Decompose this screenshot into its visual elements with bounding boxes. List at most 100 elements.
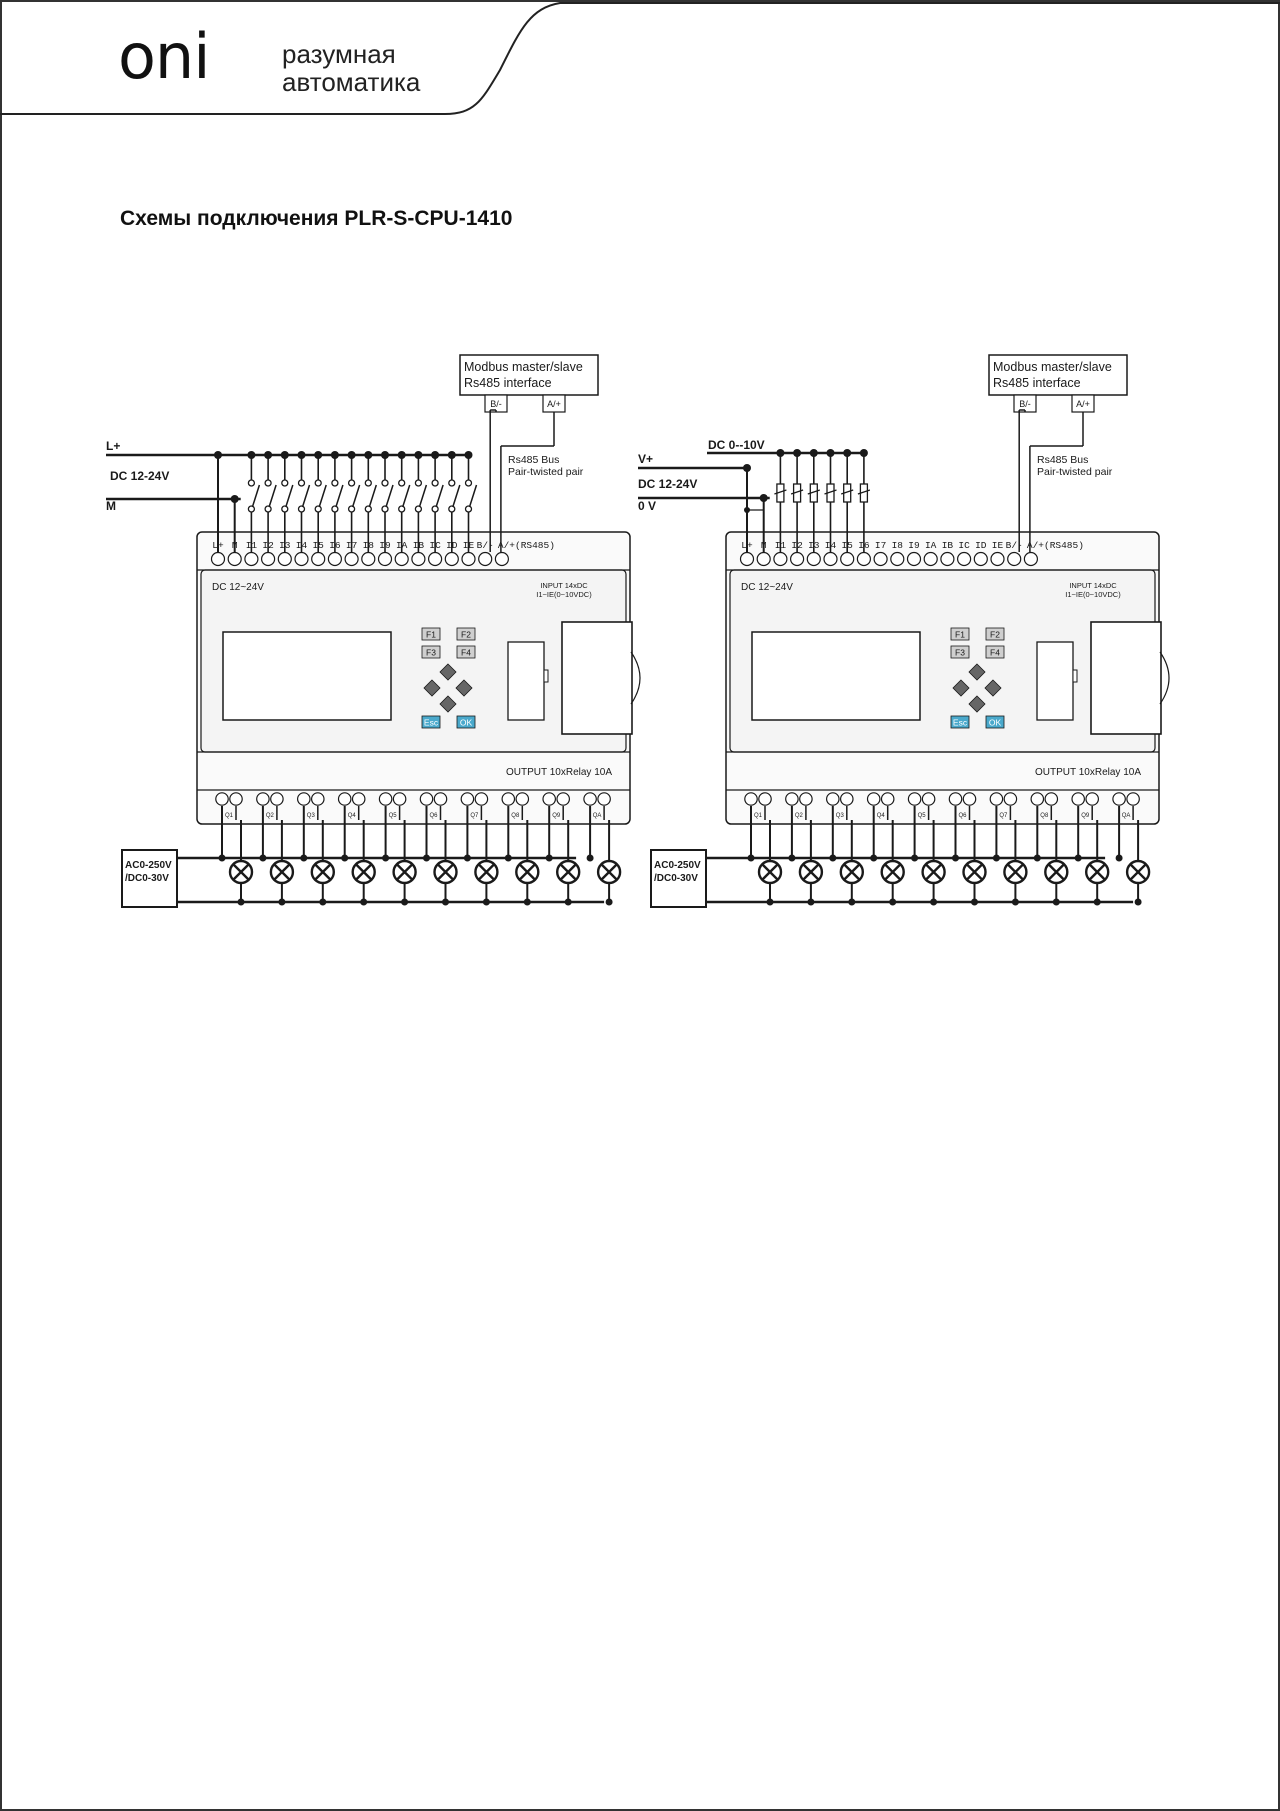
terminal-screw [906, 551, 922, 567]
function-key-f1 [950, 627, 970, 641]
output-terminal-screw [337, 792, 352, 806]
junction-dot [743, 464, 751, 472]
output-terminal-screw [433, 792, 448, 806]
output-terminal-screw [989, 792, 1004, 806]
output-terminal-screw [542, 792, 556, 806]
switch-blade [368, 484, 378, 508]
switch-blade [385, 484, 394, 508]
output-terminal-screw [785, 792, 799, 806]
junction-dot [1052, 898, 1060, 906]
modbus-label: Rs485 interface [464, 376, 552, 390]
output-terminal-screw [1085, 792, 1099, 806]
switch-contact [398, 479, 406, 487]
output-terminal-label: Q2 [795, 813, 804, 819]
junction-dot [341, 854, 349, 862]
junction-dot [564, 898, 572, 906]
output-terminal-screw [515, 792, 530, 806]
output-terminal-label: Q3 [836, 813, 845, 819]
junction-dot [442, 898, 449, 906]
function-key-label: F4 [461, 648, 471, 658]
junction-dot [504, 854, 512, 862]
output-terminal-label: Q7 [470, 813, 479, 819]
load-supply-label: /DC0-30V [654, 873, 698, 884]
load-supply-label: AC0-250V [125, 860, 172, 871]
output-terminal-screw [215, 792, 229, 806]
expansion-port [561, 621, 633, 735]
function-key-label: F4 [990, 648, 1000, 658]
load-supply-box [650, 849, 707, 908]
terminal-screw [344, 551, 359, 567]
switch-blade [335, 484, 344, 508]
function-key-f4 [456, 645, 476, 659]
potentiometer-wiper [824, 489, 837, 495]
expansion-port-curve [1159, 651, 1170, 705]
arrow-key [968, 663, 986, 681]
junction-dot [1074, 854, 1082, 862]
terminal-screw [823, 551, 838, 567]
terminal-screw [377, 551, 393, 567]
supply-label-vplus: V+ [638, 452, 653, 466]
output-terminal-label: Q8 [511, 813, 520, 819]
output-terminal-screw [744, 792, 758, 806]
junction-dot [971, 898, 978, 906]
junction-dot [218, 854, 226, 862]
terminal-screw [773, 551, 788, 567]
switch-blade [318, 484, 327, 508]
function-key-label: F1 [955, 630, 965, 640]
output-terminal-screw [866, 792, 881, 806]
potentiometer-wiper [807, 489, 820, 495]
junction-dot [300, 854, 308, 862]
output-terminal-label: Q1 [225, 813, 234, 819]
terminal-screw [428, 551, 443, 567]
terminal-label: A/+(RS485) [1027, 540, 1084, 551]
bus-terminal-label: B/- [490, 399, 502, 409]
input-spec-1: INPUT 14xDC [1069, 581, 1117, 590]
junction-dot [930, 898, 938, 906]
output-terminal-label: Q8 [1040, 813, 1049, 819]
modbus-label: Rs485 interface [993, 376, 1081, 390]
lamp-cross [843, 863, 861, 881]
terminal-screw [840, 551, 855, 567]
switch-blade [285, 484, 294, 508]
potentiometer-wiper [790, 489, 804, 495]
modbus-interface-box [459, 354, 599, 396]
terminal-screw [444, 551, 459, 567]
bus-terminal-label: A/+ [547, 399, 561, 409]
lamp-cross [1129, 863, 1147, 881]
junction-dot [1011, 898, 1019, 906]
junction-dot [230, 495, 239, 503]
output-terminal-label: Q1 [754, 813, 763, 819]
switch-blade [268, 484, 277, 508]
output-terminal-screw [296, 792, 311, 806]
output-terminal-screw [1044, 792, 1059, 806]
output-label: OUTPUT 10xRelay 10A [1035, 767, 1141, 778]
bus-note: Pair-twisted pair [508, 466, 584, 478]
junction-dot [463, 854, 471, 862]
output-terminal-screw [799, 792, 813, 806]
output-terminal-label: Q9 [552, 813, 561, 819]
supply-label-dc: DC 12-24V [638, 477, 697, 491]
memory-slot [507, 641, 545, 721]
output-terminal-screw [1003, 792, 1018, 806]
function-key-f3 [421, 645, 441, 659]
lamp-cross [437, 863, 454, 881]
junction-dot [545, 854, 553, 862]
lamp-cross [518, 863, 536, 881]
output-terminal-label: Q3 [307, 813, 316, 819]
terminal-screw [940, 551, 955, 567]
lamp-cross [1007, 863, 1024, 881]
output-terminal-screw [907, 792, 922, 806]
junction-dot [605, 898, 613, 906]
terminal-label: I7 [875, 540, 886, 551]
memory-slot-latch [543, 669, 549, 683]
junction-dot [482, 898, 490, 906]
output-terminal-screw [501, 792, 516, 806]
function-key-label: F2 [990, 630, 1000, 640]
junction-dot [401, 898, 409, 906]
terminal-label: I9 [908, 540, 920, 551]
terminal-screw [261, 551, 276, 567]
junction-dot [807, 898, 815, 906]
load-supply-label: AC0-250V [654, 860, 701, 871]
junction-dot [747, 854, 755, 862]
output-terminal-screw [758, 792, 772, 806]
